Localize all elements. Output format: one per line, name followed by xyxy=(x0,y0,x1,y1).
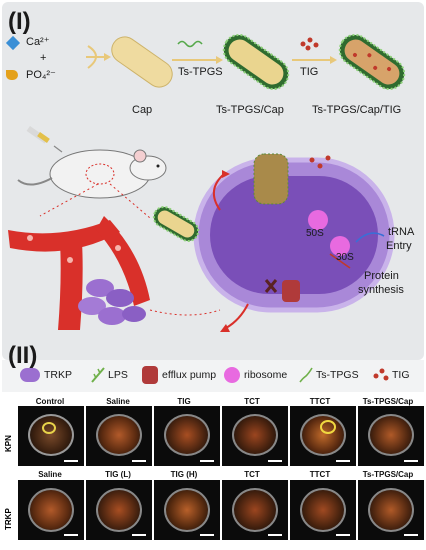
trkp-icon xyxy=(20,368,40,382)
scan-label-r1-3: TCT xyxy=(244,397,260,406)
blood-vessel xyxy=(8,216,150,330)
legend-ts-tpgs: Ts-TPGS xyxy=(316,369,359,381)
protein-label: Protein xyxy=(364,270,399,282)
capsule-approaching xyxy=(152,206,200,242)
ct-scan-r1-tig xyxy=(154,406,220,466)
ts-tpgs-cap-particle xyxy=(222,33,290,91)
ct-scan-r1-tct xyxy=(222,406,288,466)
ts-tpgs-cap-tig-particle xyxy=(338,33,406,91)
ct-scan-r2-tct xyxy=(222,480,288,540)
scan-label-r1-0: Control xyxy=(35,397,65,406)
legend-trkp: TRKP xyxy=(44,369,73,381)
large-bacterium xyxy=(193,157,395,313)
ts-tpgs-cap-tig-label: Ts-TPGS/Cap/TIG xyxy=(312,104,402,116)
scan-label-r2-0: Saline xyxy=(38,470,62,479)
scan-label-r2-1: TIG (L) xyxy=(105,470,131,479)
legend-panel xyxy=(2,360,424,392)
50s-label: 50S xyxy=(306,228,324,239)
phosphate-icon xyxy=(6,70,18,80)
ct-scan-r1-ts-tpgs-cap xyxy=(358,406,424,466)
entry-label: Entry xyxy=(386,240,412,252)
ts-tpgs-legend-icon xyxy=(299,367,313,383)
ct-scan-r1-control xyxy=(18,406,84,466)
section-label-I: (I) xyxy=(8,8,31,35)
tig-arrow-label: TIG xyxy=(300,66,319,78)
scan-label-r2-4: TTCT xyxy=(309,470,331,479)
scan-label-r1-2: TIG xyxy=(177,397,191,406)
scan-label-r2-3: TCT xyxy=(244,470,260,479)
plus-label: + xyxy=(40,52,47,64)
ts-tpgs-arrow-label: Ts-TPGS xyxy=(178,66,223,78)
synthesis-graphics xyxy=(86,33,406,91)
cap-particle xyxy=(111,36,173,88)
scan-label-r1-5: Ts-TPGS/Cap xyxy=(362,397,414,406)
scan-label-r2-2: TIG (H) xyxy=(170,470,198,479)
ribosome-legend-icon xyxy=(224,367,240,383)
ct-scan-r2-tig-l xyxy=(86,480,152,540)
30s-label: 30S xyxy=(336,252,354,263)
legend-ribosome: ribosome xyxy=(244,369,288,381)
scan-label-r1-1: Saline xyxy=(106,397,130,406)
ct-scan-r1-saline xyxy=(86,406,152,466)
scan-label-r1-4: TTCT xyxy=(309,397,331,406)
phosphate-label: PO₄²⁻ xyxy=(26,69,56,81)
calcium-label: Ca²⁺ xyxy=(26,36,50,48)
efflux-pump-legend-icon xyxy=(142,366,158,384)
section-label-II: (II) xyxy=(8,342,38,369)
ct-scan-r2-ts-tpgs-cap xyxy=(358,480,424,540)
scan-label-r2-5: Ts-TPGS/Cap xyxy=(362,470,414,479)
syringe-icon xyxy=(26,126,63,153)
legend-efflux-pump: efflux pump xyxy=(162,369,217,381)
ct-scan-r2-ttct xyxy=(290,480,356,540)
ct-scan-r1-ttct xyxy=(290,406,356,466)
efflux-pump-icon xyxy=(282,280,300,302)
capsule-entering xyxy=(253,153,289,205)
ct-scan-r2-tig-h xyxy=(154,480,220,540)
lps-icon xyxy=(91,367,105,383)
legend-lps: LPS xyxy=(108,369,128,381)
mechanism-illustration xyxy=(8,126,395,332)
row-tag-trkp: TRKP xyxy=(4,508,13,530)
ribosome-icon xyxy=(308,210,350,256)
trna-label: tRNA xyxy=(388,226,415,238)
ct-scan-r2-saline xyxy=(18,480,84,540)
cap-label: Cap xyxy=(132,104,153,116)
bacteria-cluster xyxy=(78,279,146,325)
tig-legend-icon xyxy=(373,368,389,381)
row-tag-kpn: KPN xyxy=(4,435,13,452)
synthesis-label: synthesis xyxy=(358,284,404,296)
legend-tig: TIG xyxy=(392,369,410,381)
ts-tpgs-cap-label: Ts-TPGS/Cap xyxy=(216,104,284,116)
mouse-icon xyxy=(17,149,167,199)
